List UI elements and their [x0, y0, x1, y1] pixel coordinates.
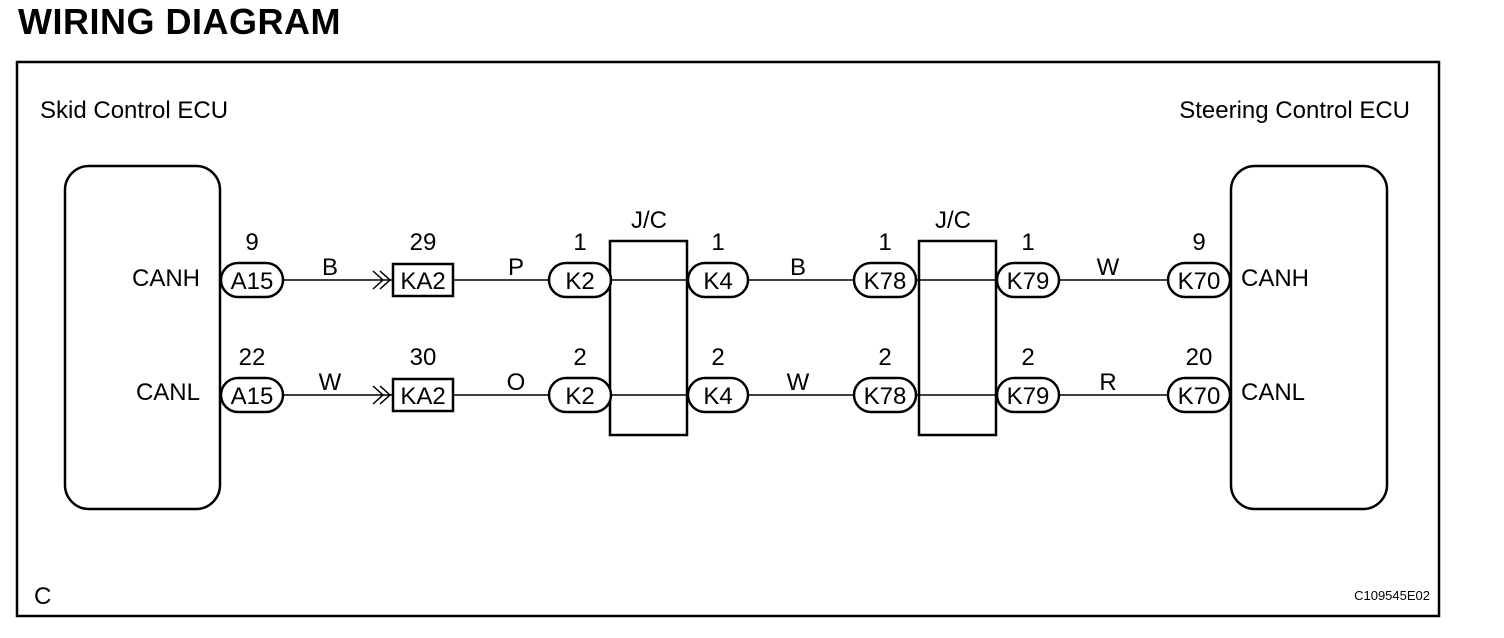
junction-connector-2 [917, 239, 998, 437]
corner-label: C [34, 583, 51, 610]
pin-number-k4-canl: 2 [711, 344, 724, 371]
pin-number-k2-canh: 1 [573, 229, 586, 256]
diagram-frame [15, 60, 1441, 618]
wire-color-canl-6: W [787, 369, 810, 396]
pin-number-a15-canl: 22 [239, 344, 266, 371]
connector-label-k2-canh: K2 [565, 268, 594, 295]
pin-number-k2-canl: 2 [573, 344, 586, 371]
figure-code: C109545E02 [1354, 588, 1430, 603]
wire-color-canh-3: P [508, 254, 524, 281]
connector-k2-canh [547, 261, 613, 299]
connector-k4-canl [686, 376, 750, 414]
connector-label-k70-canh: K70 [1178, 268, 1221, 295]
junction-label-1: J/C [631, 207, 667, 234]
connector-k70-canh [1166, 261, 1232, 299]
pin-number-k79-canl: 2 [1021, 344, 1034, 371]
connector-label-k2-canl: K2 [565, 383, 594, 410]
pin-number-k70-canl: 20 [1186, 344, 1213, 371]
connector-k79-canl [995, 376, 1061, 414]
right-ecu-signal-canh: CANH [1241, 265, 1309, 292]
connector-label-a15-canh: A15 [231, 268, 274, 295]
connector-ka2-canh [391, 262, 455, 298]
right-ecu-title: Steering Control ECU [1179, 97, 1410, 124]
connector-label-k78-canh: K78 [864, 268, 907, 295]
connector-k70-canl [1166, 376, 1232, 414]
pin-number-ka2-canl: 30 [410, 344, 437, 371]
connector-k78-canh [852, 261, 918, 299]
wire-color-canh-6: B [790, 254, 806, 281]
connector-label-ka2-canh: KA2 [400, 268, 445, 295]
connector-a15-canl [219, 376, 285, 414]
pin-number-k70-canh: 9 [1192, 229, 1205, 256]
wire-color-canl-3: O [507, 369, 526, 396]
junction-label-2: J/C [935, 207, 971, 234]
connector-k4-canh [686, 261, 750, 299]
wire-color-canh-9: W [1097, 254, 1120, 281]
page-title: WIRING DIAGRAM [18, 1, 341, 42]
pin-number-k79-canh: 1 [1021, 229, 1034, 256]
junction-connector-1 [608, 239, 689, 437]
right-ecu-signal-canl: CANL [1241, 379, 1305, 406]
connector-label-a15-canl: A15 [231, 383, 274, 410]
connector-label-k78-canl: K78 [864, 383, 907, 410]
inline-connector-chevron-canl [372, 385, 392, 405]
wire-color-canl-9: R [1099, 369, 1116, 396]
pin-number-k78-canh: 1 [878, 229, 891, 256]
connector-k78-canl [852, 376, 918, 414]
left-ecu-signal-canl: CANL [136, 379, 200, 406]
circuit-lines: A159BKA229PK21K41BK781K791WK709A1522WKA2… [219, 229, 1232, 414]
connector-label-k4-canl: K4 [703, 383, 732, 410]
connector-label-k79-canl: K79 [1007, 383, 1050, 410]
wire-color-canl-1: W [319, 369, 342, 396]
wire-color-canh-1: B [322, 254, 338, 281]
connector-k2-canl [547, 376, 613, 414]
pin-number-k4-canh: 1 [711, 229, 724, 256]
inline-connector-chevron-canh [372, 270, 392, 290]
connector-label-k79-canh: K79 [1007, 268, 1050, 295]
connector-ka2-canl [391, 377, 455, 413]
connector-label-k4-canh: K4 [703, 268, 732, 295]
pin-number-a15-canh: 9 [245, 229, 258, 256]
pin-number-k78-canl: 2 [878, 344, 891, 371]
left-ecu-signal-canh: CANH [132, 265, 200, 292]
connector-label-k70-canl: K70 [1178, 383, 1221, 410]
connector-label-ka2-canl: KA2 [400, 383, 445, 410]
pin-number-ka2-canh: 29 [410, 229, 437, 256]
left-ecu-title: Skid Control ECU [40, 97, 228, 124]
connector-k79-canh [995, 261, 1061, 299]
connector-a15-canh [219, 261, 285, 299]
left-ecu-box [63, 164, 222, 511]
right-ecu-box [1229, 164, 1389, 511]
